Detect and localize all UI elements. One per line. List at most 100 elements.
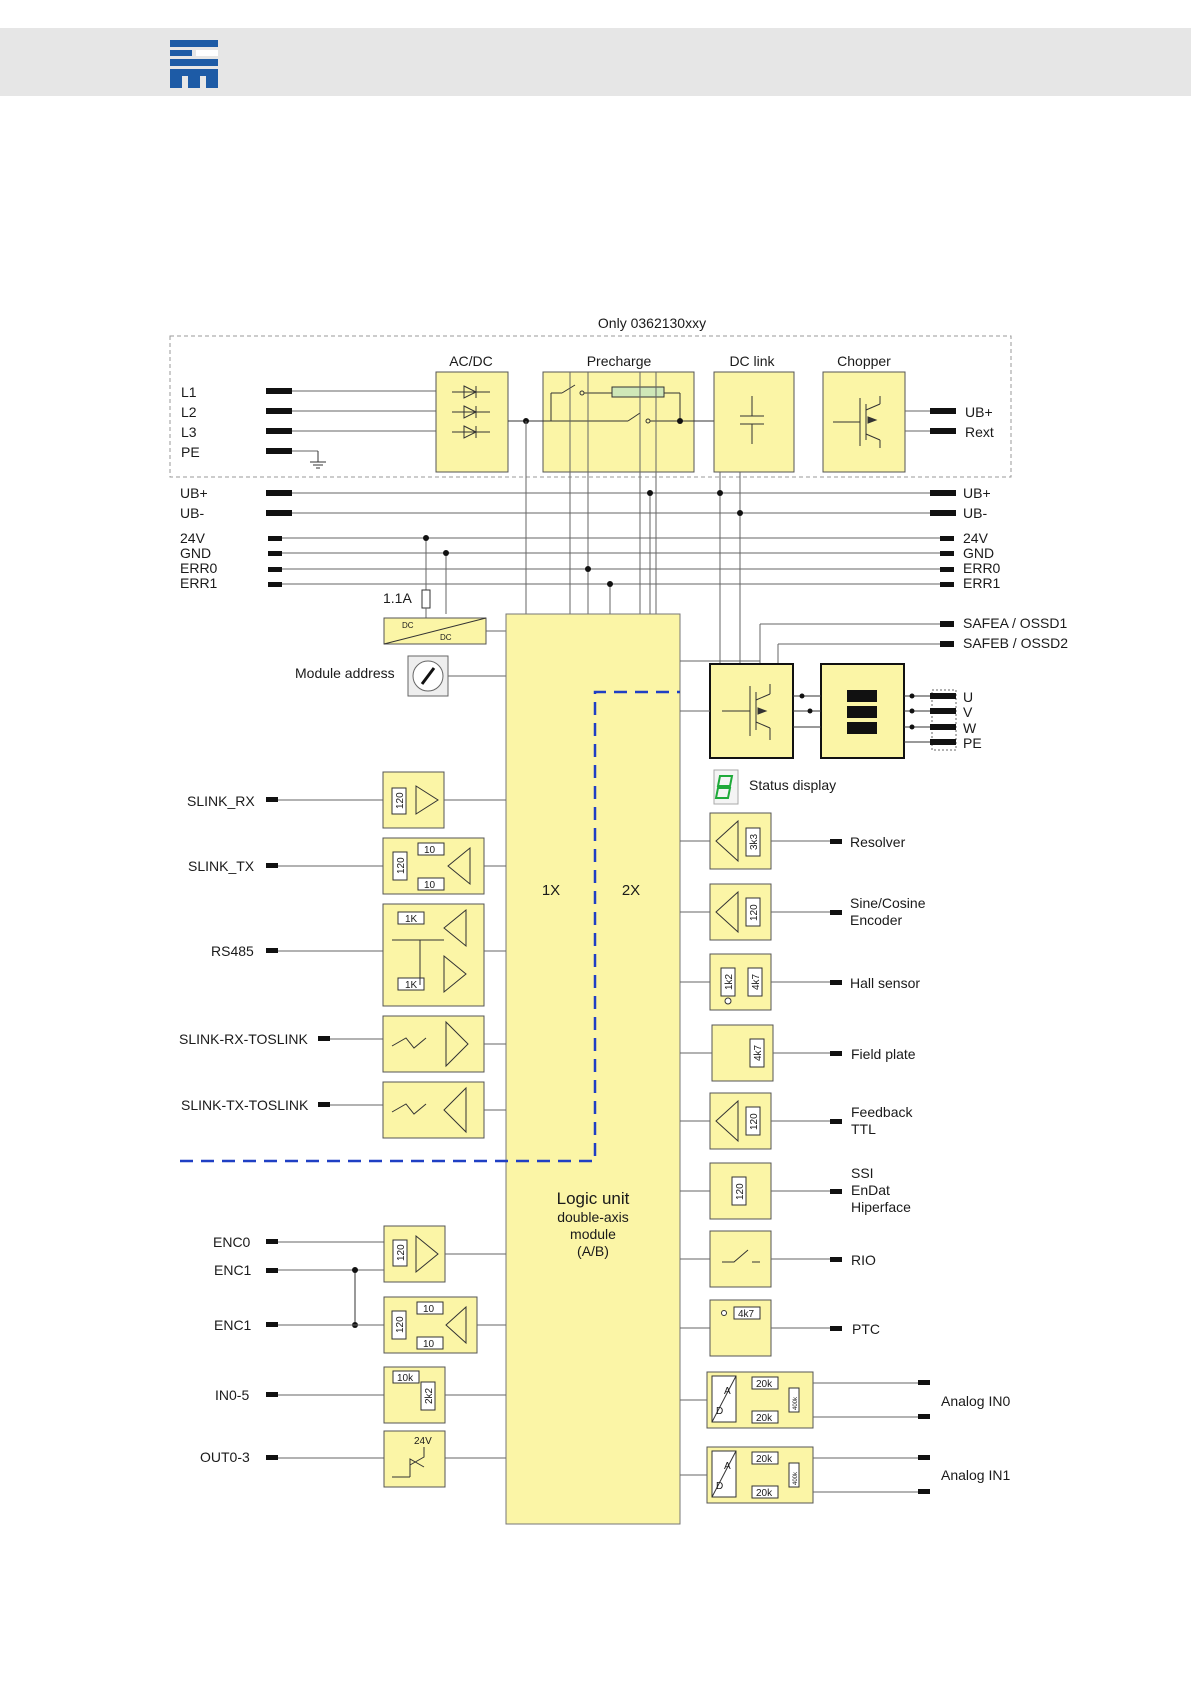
fuse-icon xyxy=(421,589,431,609)
dclink-title: DC link xyxy=(729,353,775,369)
junction-dot xyxy=(799,693,805,699)
analog-in1-label: Analog IN1 xyxy=(941,1467,1010,1483)
only-variant-label: Only 0362130xxy xyxy=(598,315,706,331)
logic-unit-line3: (A/B) xyxy=(577,1243,609,1259)
bus-right-gnd: GND xyxy=(963,545,994,561)
field-plate-label: Field plate xyxy=(851,1046,916,1062)
sincos-label-1: Sine/Cosine xyxy=(850,895,926,911)
resistor-label: 4k7 xyxy=(751,973,762,990)
bus-right-err1: ERR1 xyxy=(963,575,1001,591)
bus-right-ubplus: UB+ xyxy=(963,485,991,501)
bus-right-24v: 24V xyxy=(963,530,989,546)
adc-d-label: D xyxy=(716,1481,723,1492)
mains-l1-label: L1 xyxy=(181,384,197,400)
optional-region xyxy=(169,335,1012,478)
resistor-label: 20k xyxy=(756,1488,773,1499)
junction-dot xyxy=(585,566,591,572)
bus-left-ubplus: UB+ xyxy=(180,485,208,501)
rio-label: RIO xyxy=(851,1252,876,1268)
supply-24v-label: 24V xyxy=(414,1436,432,1447)
dcdc-out-label: DC xyxy=(440,633,452,642)
bus-left-gnd: GND xyxy=(180,545,211,561)
chopper-ubplus-label: UB+ xyxy=(965,404,993,420)
module-address-label: Module address xyxy=(295,665,395,681)
adc-a-label: A xyxy=(724,1461,731,1472)
motor-u-label: U xyxy=(963,689,973,705)
resistor-label: 120 xyxy=(749,1113,760,1130)
junction-dot xyxy=(737,510,743,516)
junction-dot xyxy=(352,1267,358,1273)
resistor-label: 120 xyxy=(396,857,407,874)
slink-rx-toslink-block xyxy=(382,1015,485,1073)
feedback-ttl-block xyxy=(709,1092,772,1150)
resolver-block xyxy=(709,812,772,870)
resistor-label: 120 xyxy=(395,792,406,809)
resistor-label: 10 xyxy=(423,1304,435,1315)
feedback-label-2: TTL xyxy=(851,1121,876,1137)
chopper-rext-label: Rext xyxy=(965,424,994,440)
slink-rx-label: SLINK_RX xyxy=(187,793,255,809)
sincos-block xyxy=(709,883,772,941)
hall-label: Hall sensor xyxy=(850,975,920,991)
junction-dot xyxy=(717,490,723,496)
ssi-label: SSI xyxy=(851,1165,874,1181)
enc0-label: ENC0 xyxy=(213,1234,251,1250)
logic-unit-line2: module xyxy=(570,1226,616,1242)
junction-dot xyxy=(807,708,813,714)
junction-dot xyxy=(607,581,613,587)
slink-tx-label: SLINK_TX xyxy=(188,858,255,874)
junction-dot xyxy=(677,418,683,424)
transistor-icon xyxy=(392,1447,425,1478)
resistor-label: 2k2 xyxy=(424,1387,435,1404)
transistor-icon xyxy=(833,396,881,448)
dclink-block xyxy=(713,371,795,473)
junction-dot xyxy=(909,724,915,730)
enc1-label-b: ENC1 xyxy=(214,1317,252,1333)
motor-w-label: W xyxy=(963,720,977,736)
resistor-label: 3k3 xyxy=(749,833,760,850)
resistor-label: 10 xyxy=(424,845,436,856)
resistor-label: 20k xyxy=(756,1413,773,1424)
resistor-label: 120 xyxy=(396,1244,407,1261)
resistor-label: 10k xyxy=(397,1373,414,1384)
safea-label: SAFEA / OSSD1 xyxy=(963,615,1067,631)
bus-taps xyxy=(425,372,940,664)
mains-l2-label: L2 xyxy=(181,404,197,420)
optical-icon xyxy=(391,1037,427,1049)
resistor-label: 120 xyxy=(395,1316,406,1333)
adc-d-label: D xyxy=(716,1406,723,1417)
chopper-title: Chopper xyxy=(837,353,891,369)
endat-label: EnDat xyxy=(851,1182,890,1198)
safea-terminal xyxy=(940,621,954,627)
company-logo xyxy=(170,40,218,88)
rotary-switch-icon xyxy=(407,655,449,697)
logic-unit-title: Logic unit xyxy=(557,1189,630,1208)
resistor-label: 4k7 xyxy=(738,1309,755,1320)
dcdc-in-label: DC xyxy=(402,621,414,630)
resistor-label: 1k2 xyxy=(724,973,735,990)
status-display-label: Status display xyxy=(749,777,836,793)
choke-icon xyxy=(847,690,877,734)
fuse-label: 1.1A xyxy=(383,590,412,606)
axis-2x-label: 2X xyxy=(622,882,640,899)
junction-dot xyxy=(443,550,449,556)
acdc-block xyxy=(435,371,509,473)
resistor-label: 400k xyxy=(793,1471,799,1485)
supply-bus xyxy=(266,490,956,587)
mains-inputs xyxy=(266,388,436,469)
rio-block xyxy=(709,1230,772,1288)
slink-tx-toslink-block xyxy=(382,1081,485,1139)
bus-left-err0: ERR0 xyxy=(180,560,218,576)
safeb-terminal xyxy=(940,641,954,647)
logic-unit-line1: double-axis xyxy=(557,1209,629,1225)
junction-dot xyxy=(909,708,915,714)
motor-v-label: V xyxy=(963,704,973,720)
resistor-label: 20k xyxy=(756,1454,773,1465)
bus-left-ubminus: UB- xyxy=(180,505,204,521)
sincos-label-2: Encoder xyxy=(850,912,902,928)
resolver-label: Resolver xyxy=(850,834,906,850)
bus-left-err1: ERR1 xyxy=(180,575,218,591)
optical-icon xyxy=(391,1103,427,1115)
slink-rx-toslink-label: SLINK-RX-TOSLINK xyxy=(179,1031,309,1047)
capacitor-icon xyxy=(740,396,764,444)
